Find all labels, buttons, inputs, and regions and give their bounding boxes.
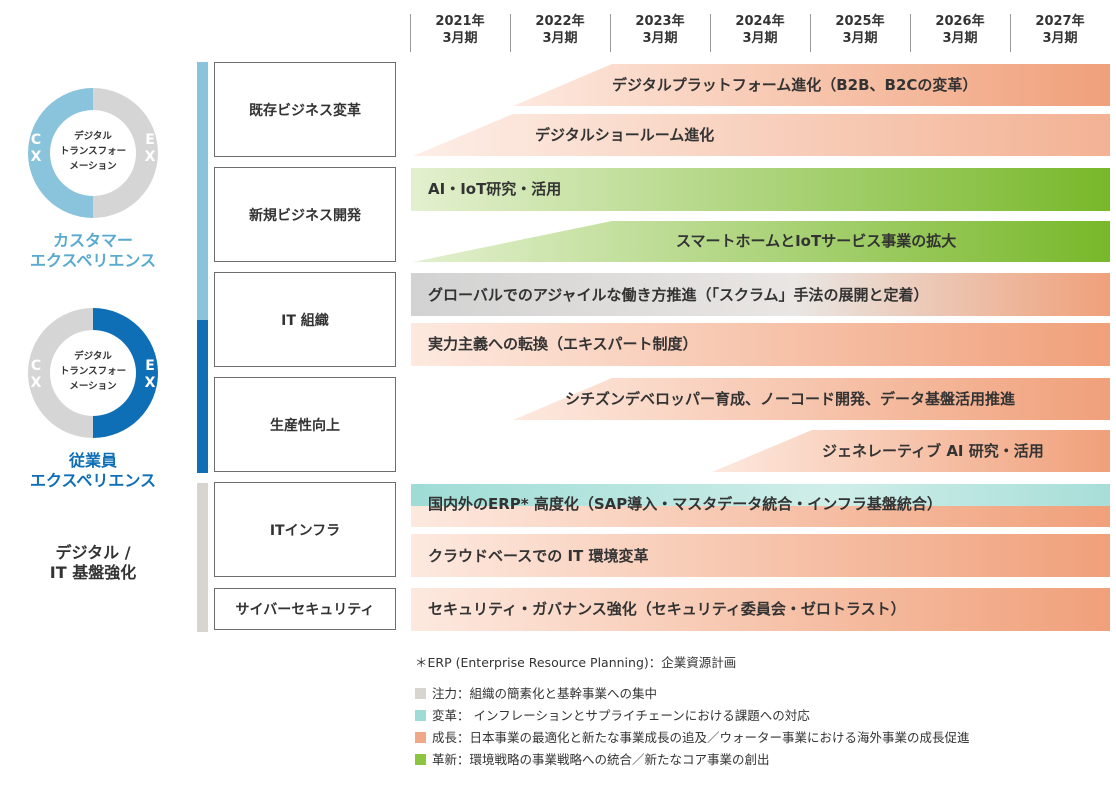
legend-swatch: [415, 688, 426, 699]
initiative-ai-iot: AI・IoT研究・活用: [428, 180, 562, 198]
category-new-business: 新規ビジネス開発: [214, 167, 396, 262]
category-it-organization: IT 組織: [214, 272, 396, 367]
cx-ring-diagram: [28, 88, 158, 218]
initiative-citizen: シチズンデベロッパー育成、ノーコード開発、データ基盤活用推進: [565, 390, 1016, 408]
legend-swatch: [415, 754, 426, 765]
cx-ring-segment: [28, 308, 93, 438]
ex-ring-segment: [93, 308, 158, 438]
year-divider: [910, 14, 911, 52]
initiative-platform: デジタルプラットフォーム進化（B2B、B2Cの変革）: [612, 76, 978, 94]
band-genai: [712, 430, 1110, 472]
cx-group-bar: [197, 62, 208, 320]
legend-item-growth: 成長：日本事業の最適化と新たな事業成長の追及／ウォーター事業における海外事業の成…: [415, 730, 970, 746]
year-divider: [810, 14, 811, 52]
initiative-genai: ジェネレーティブ AI 研究・活用: [822, 442, 1044, 460]
band-erp: [411, 484, 1110, 506]
year-divider: [710, 14, 711, 52]
ring-center-text: デジタルトランスフォーメーション: [59, 131, 127, 172]
year-divider: [510, 14, 511, 52]
infra-label: デジタル /IT 基盤強化: [49, 543, 137, 582]
band-ai-iot: [411, 168, 1110, 211]
infra-group-bar: [197, 483, 208, 632]
band-expert: [411, 323, 1110, 366]
legend-item-focus: 注力：組織の簡素化と基幹事業への集中: [415, 686, 657, 702]
band-agile: [411, 273, 1110, 316]
legend-item-innovation: 革新：環境戦略の事業戦略への統合／新たなコア事業の創出: [415, 752, 770, 768]
legend-swatch: [415, 710, 426, 721]
category-cyber-security: サイバーセキュリティ: [214, 588, 396, 630]
year-divider: [610, 14, 611, 52]
initiative-cloud: クラウドベースでの IT 環境変革: [428, 547, 649, 565]
ring-center-text: デジタルトランスフォーメーション: [59, 351, 127, 392]
initiative-governance: セキュリティ・ガバナンス強化（セキュリティ委員会・ゼロトラスト）: [428, 600, 906, 618]
year-divider: [1010, 14, 1011, 52]
category-productivity: 生産性向上: [214, 377, 396, 472]
ex-group-bar: [197, 320, 208, 473]
band-platform: [513, 64, 1110, 106]
initiative-showroom: デジタルショールーム進化: [535, 126, 715, 144]
ex-label: 従業員エクスペリエンス: [29, 451, 157, 490]
cx-label: カスタマーエクスペリエンス: [29, 231, 157, 270]
category-it-infra: ITインフラ: [214, 482, 396, 577]
cx-ring-segment: [28, 88, 93, 218]
initiative-agile: グローバルでのアジャイルな働き方推進（「スクラム」手法の展開と定着）: [428, 286, 929, 304]
band-governance: [411, 588, 1110, 631]
band-showroom: [413, 114, 1110, 156]
legend-item-transform: 変革： インフレーションとサプライチェーンにおける課題への対応: [415, 708, 810, 724]
ex-ring-segment: [93, 88, 158, 218]
initiative-smarthome: スマートホームとIoTサービス事業の拡大: [676, 232, 957, 250]
band-cloud: [411, 534, 1110, 577]
legend-swatch: [415, 732, 426, 743]
erp-footnote: ＊ERP (Enterprise Resource Planning)：企業資源…: [415, 655, 737, 670]
ex-ring-diagram: [28, 308, 158, 438]
year-divider: [410, 14, 411, 52]
initiative-expert: 実力主義への転換（エキスパート制度）: [428, 335, 698, 353]
band-smarthome: [413, 221, 1110, 262]
band-citizen: [513, 378, 1110, 420]
category-existing-business: 既存ビジネス変革: [214, 62, 396, 157]
initiative-erp: 国内外のERP* 高度化（SAP導入・マスタデータ統合・インフラ基盤統合）: [428, 495, 942, 513]
